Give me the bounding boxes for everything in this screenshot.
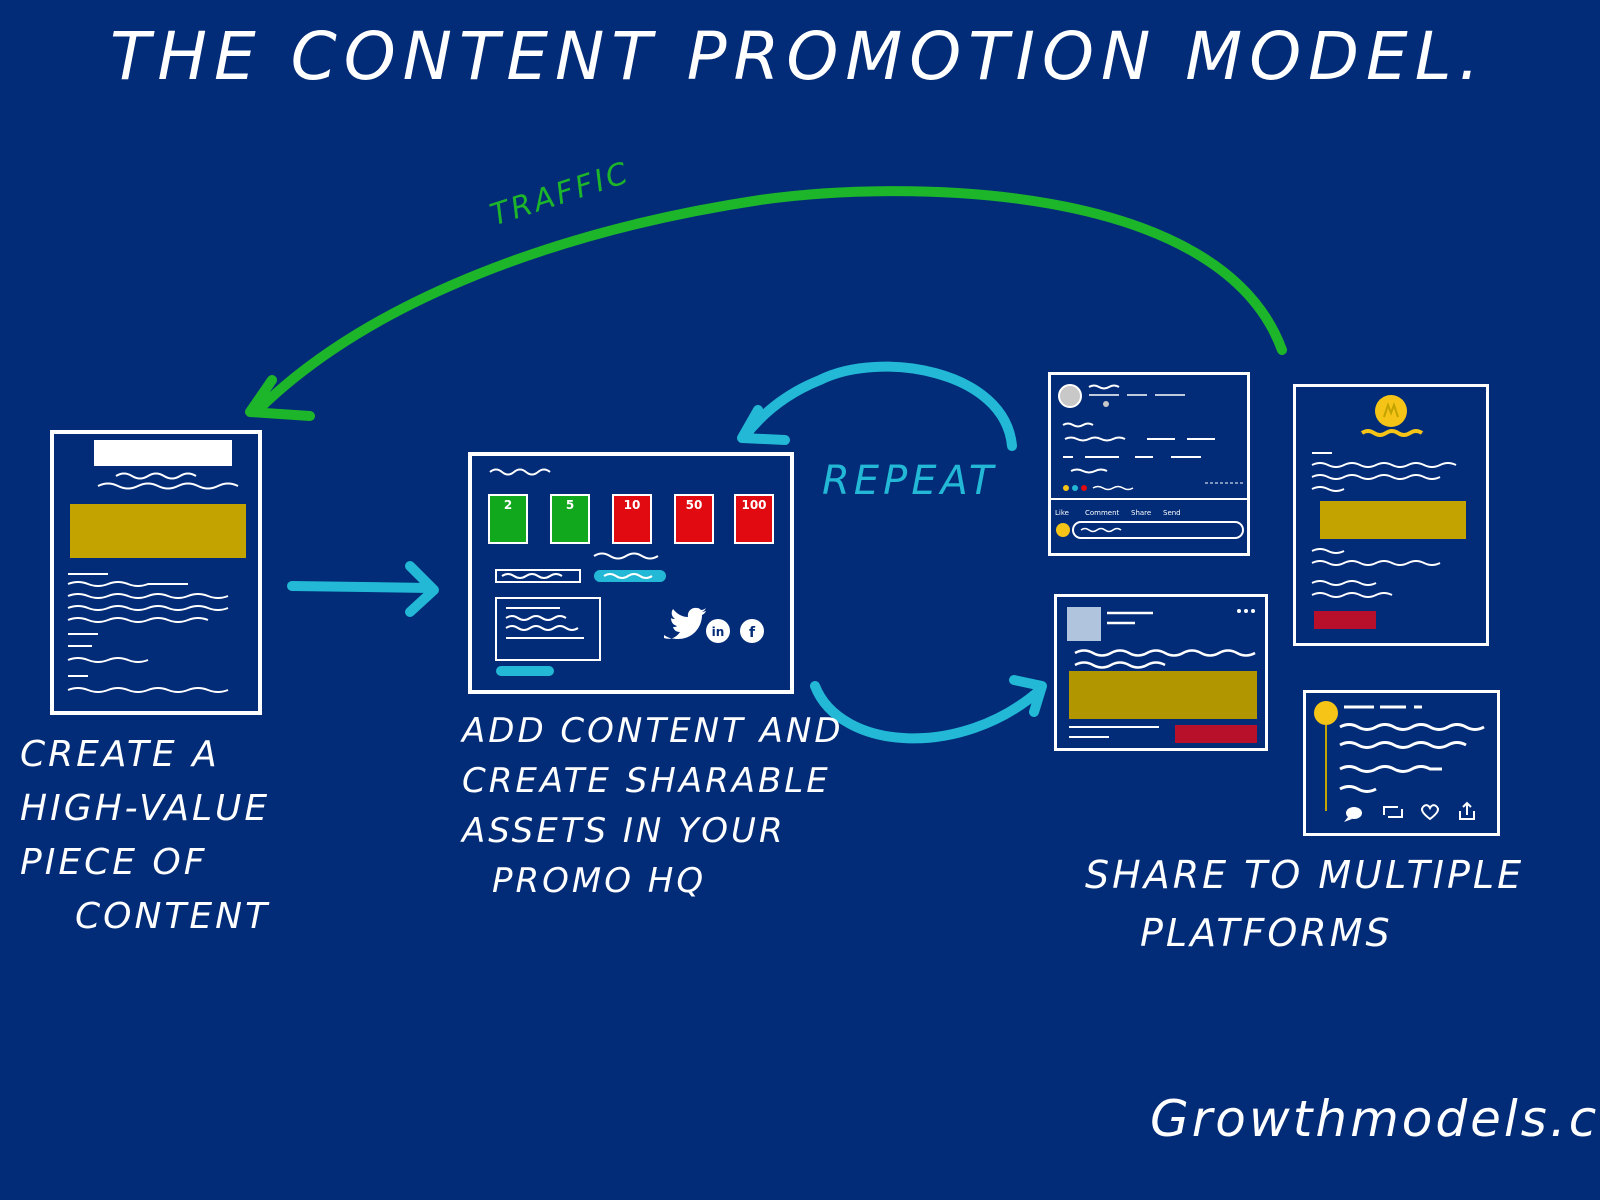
promo-label-line: Add content and	[462, 711, 844, 751]
fb-comment-label: Comment	[1085, 509, 1120, 517]
fb-like-label: Like	[1055, 509, 1069, 517]
twitter-post-sketch	[1314, 701, 1485, 822]
traffic-arrowhead	[245, 375, 315, 421]
hq-to-platforms-arrowhead	[1009, 675, 1047, 717]
hq-to-platforms-arrow	[810, 681, 1045, 744]
instagram-post-card	[1293, 384, 1489, 646]
repeat-arrowhead	[737, 405, 790, 445]
linkedin-post-card	[1054, 594, 1268, 751]
instagram-post-sketch	[1311, 395, 1466, 629]
facebook-post-sketch: Like Comment Share Send	[1051, 384, 1247, 539]
create-label-line: piece of	[20, 842, 208, 883]
avatar	[1058, 384, 1082, 408]
share-label-line: platforms	[1140, 911, 1393, 955]
promo-hq-sketch	[489, 468, 666, 676]
promo-label-line: assets in your	[462, 811, 786, 851]
linkedin-post-sketch	[1067, 607, 1257, 743]
promo-label-line: create sharable	[462, 761, 831, 801]
create-label-line: content	[75, 896, 271, 937]
score-box: 5	[550, 494, 590, 544]
create-label-line: Create a	[20, 734, 220, 775]
page-title: The Content Promotion Model.	[110, 18, 1487, 95]
facebook-post-card: Like Comment Share Send	[1048, 372, 1250, 556]
fb-share-label: Share	[1131, 509, 1151, 517]
promo-hq-label: Add content and create sharable assets i…	[462, 706, 844, 906]
content-document-sketch	[67, 440, 246, 693]
create-to-hq-arrow	[287, 581, 435, 593]
retweet-icon	[1383, 806, 1403, 818]
repeat-label: Repeat	[822, 458, 998, 504]
create-label-line: High-value	[20, 788, 271, 829]
create-to-hq-arrowhead	[405, 561, 439, 617]
reply-icon	[1344, 807, 1362, 822]
score-box: 50	[674, 494, 714, 544]
heart-icon	[1421, 804, 1439, 821]
score-box: 100	[734, 494, 774, 544]
create-content-label: Create a High-value piece of content	[20, 728, 270, 944]
watermark: Growthmodels.co	[1150, 1090, 1600, 1148]
avatar	[1314, 701, 1338, 725]
content-document	[50, 430, 262, 715]
share-label-line: Share to multiple	[1085, 853, 1525, 897]
share-icon	[1459, 801, 1475, 820]
twitter-post-card	[1303, 690, 1500, 836]
promo-hq-board: 2 5 10 50 100 in f	[468, 452, 794, 694]
promo-label-line: Promo HQ	[492, 861, 707, 901]
fb-send-label: Send	[1163, 509, 1181, 517]
avatar	[1067, 607, 1101, 641]
traffic-arrow	[253, 186, 1287, 415]
score-box: 10	[612, 494, 652, 544]
score-box: 2	[488, 494, 528, 544]
repeat-arrow	[740, 361, 1017, 451]
share-platforms-label: Share to multiple platforms	[1085, 846, 1524, 962]
